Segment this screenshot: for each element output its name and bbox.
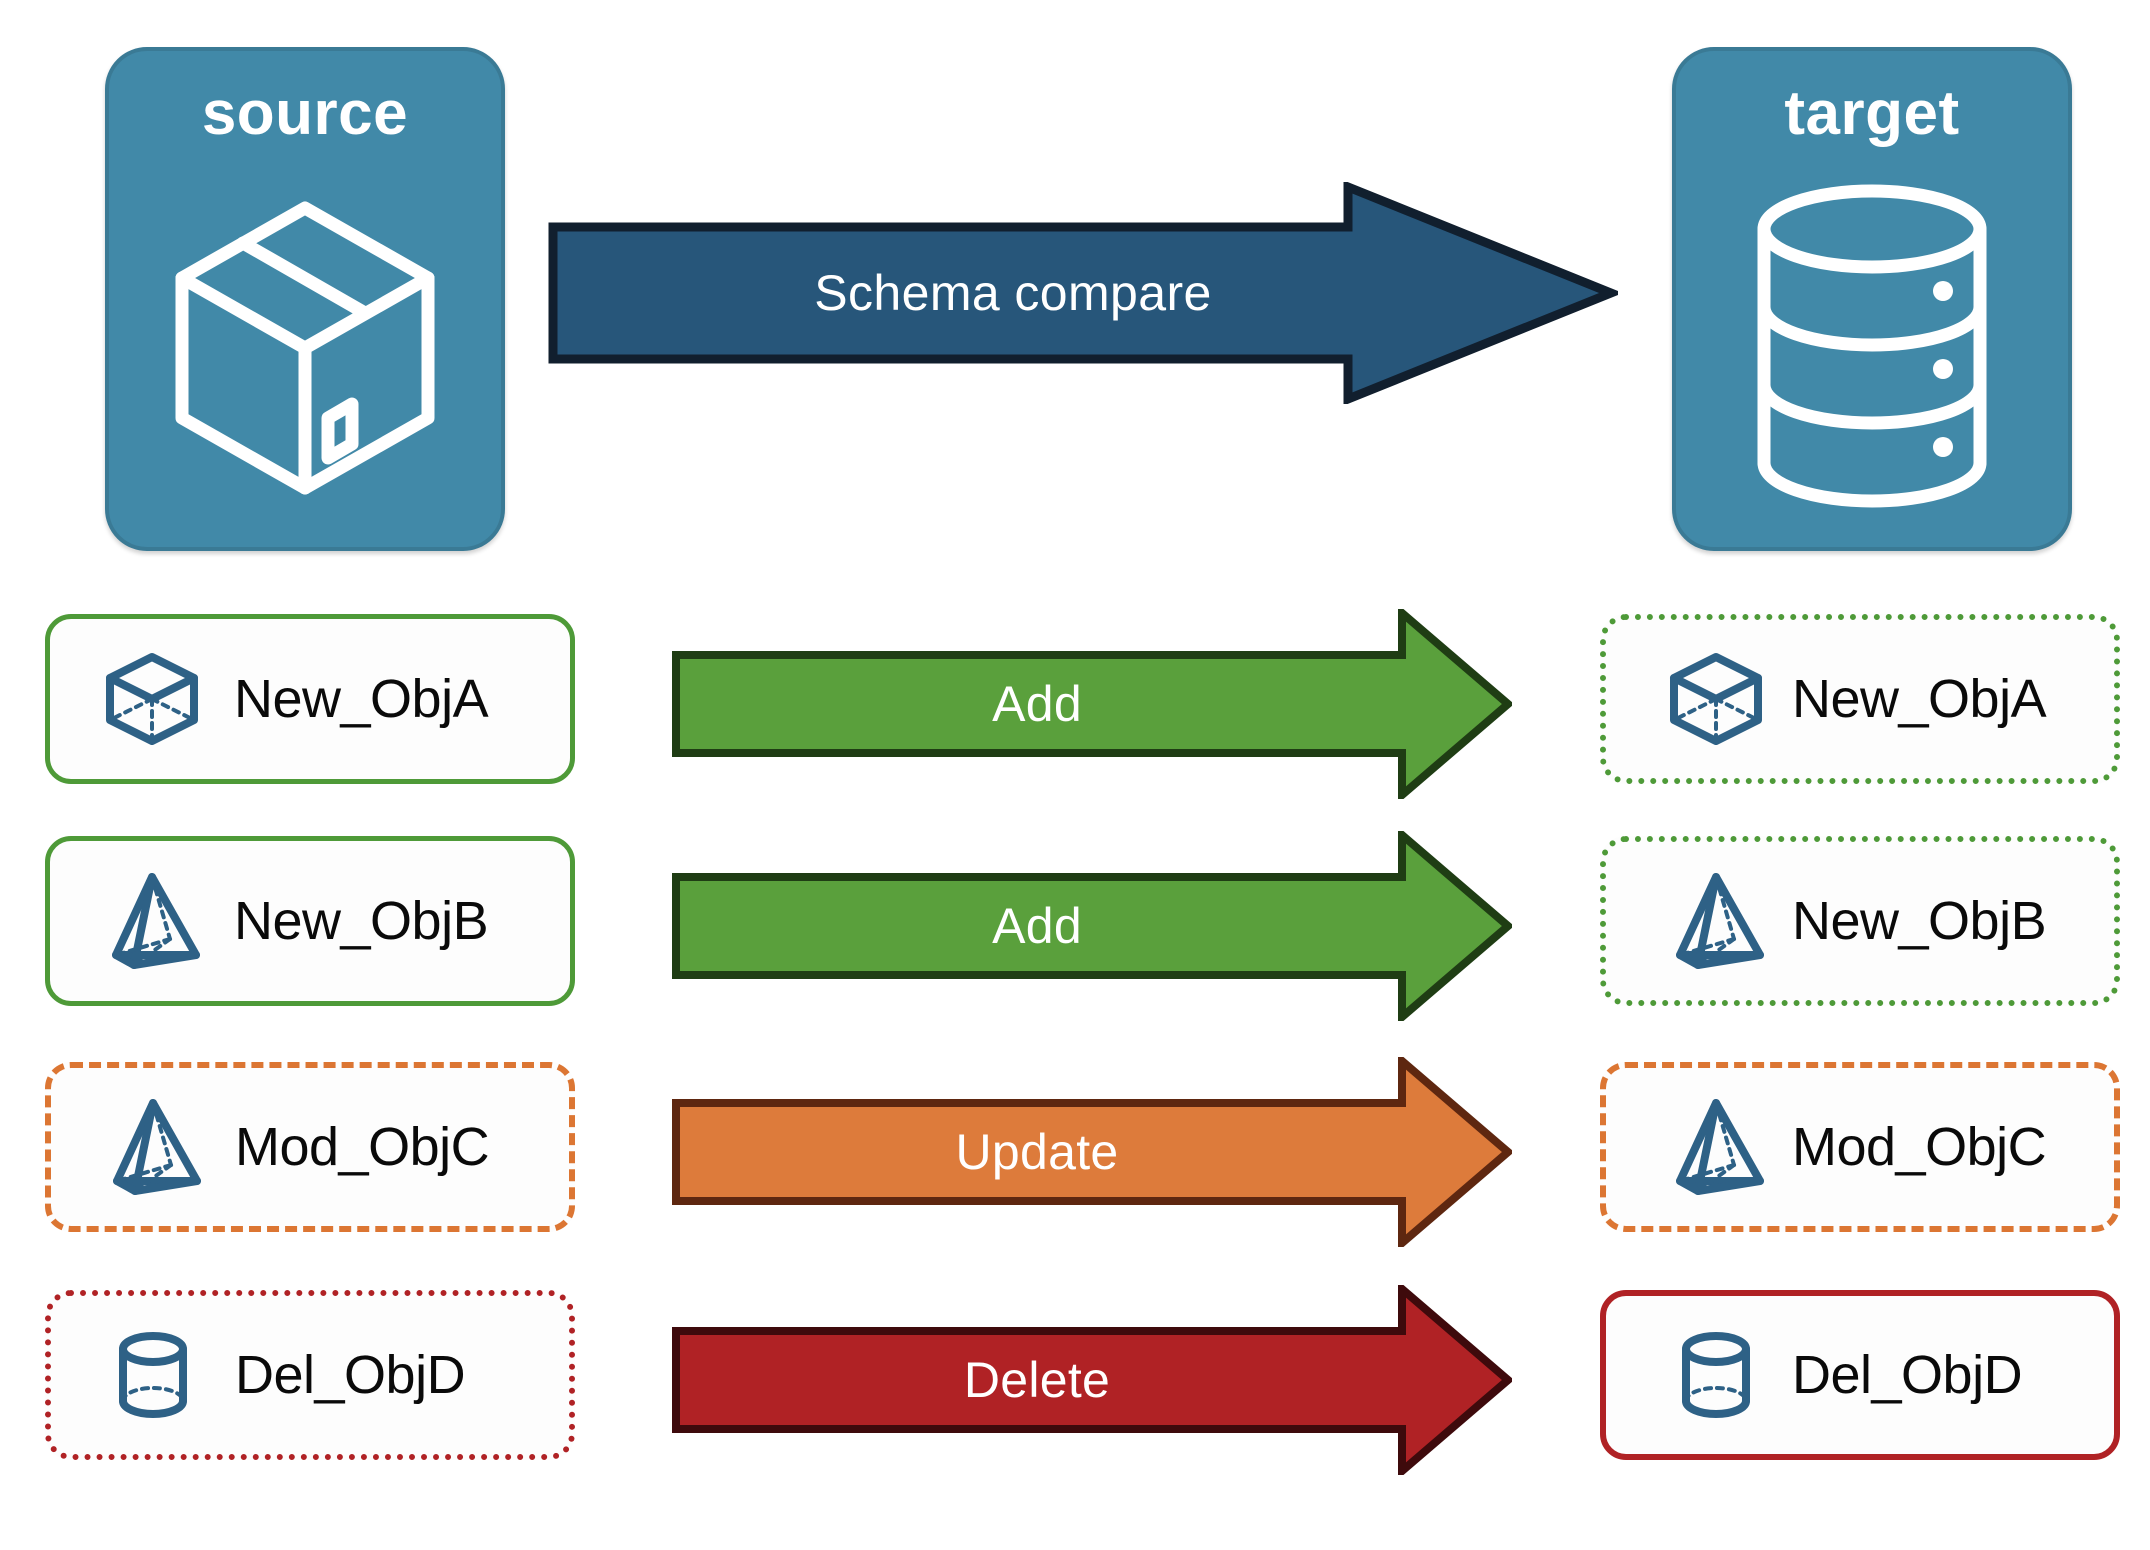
target-object-label: New_ObjB [1792,891,2047,951]
diff-row: New_ObjA Add New_ObjA [0,604,2150,804]
action-arrow-delete: Delete [672,1280,1515,1480]
action-arrow-add: Add [672,826,1515,1026]
target-object-card[interactable]: Mod_ObjC [1600,1062,2120,1232]
source-title: source [201,79,409,148]
source-object-card[interactable]: New_ObjA [45,614,575,784]
target-title: target [1784,79,1960,148]
source-object-card[interactable]: Mod_ObjC [45,1062,575,1232]
action-arrow-update: Update [672,1052,1515,1252]
action-arrow-add: Add [672,604,1515,804]
cylinder-wireframe-icon [1656,1323,1776,1427]
diff-row: Mod_ObjC Update Mod_ObjC [0,1052,2150,1252]
source-object-label: New_ObjB [234,891,489,951]
target-object-label: Mod_ObjC [1792,1117,2047,1177]
target-object-card[interactable]: New_ObjB [1600,836,2120,1006]
source-object-label: Del_ObjD [235,1345,466,1405]
cube-wireframe-icon [92,647,212,751]
pyramid-wireframe-icon [1656,869,1776,973]
schema-compare-arrow: Schema compare [548,180,1624,406]
source-object-label: New_ObjA [234,669,489,729]
source-object-label: Mod_ObjC [235,1117,490,1177]
source-endpoint-card: source [105,47,505,551]
diff-row: New_ObjB Add New_ObjB [0,826,2150,1026]
pyramid-wireframe-icon [92,869,212,973]
target-object-card[interactable]: New_ObjA [1600,614,2120,784]
pyramid-wireframe-icon [93,1095,213,1199]
source-object-card[interactable]: Del_ObjD [45,1290,575,1460]
target-object-label: New_ObjA [1792,669,2047,729]
target-object-card[interactable]: Del_ObjD [1600,1290,2120,1460]
database-cylinder-icon [1676,145,2068,547]
diff-row: Del_ObjD Delete Del_ObjD [0,1280,2150,1480]
package-box-icon [109,145,501,547]
pyramid-wireframe-icon [1656,1095,1776,1199]
source-object-card[interactable]: New_ObjB [45,836,575,1006]
target-object-label: Del_ObjD [1792,1345,2023,1405]
cube-wireframe-icon [1656,647,1776,751]
target-endpoint-card: target [1672,47,2072,551]
cylinder-wireframe-icon [93,1323,213,1427]
